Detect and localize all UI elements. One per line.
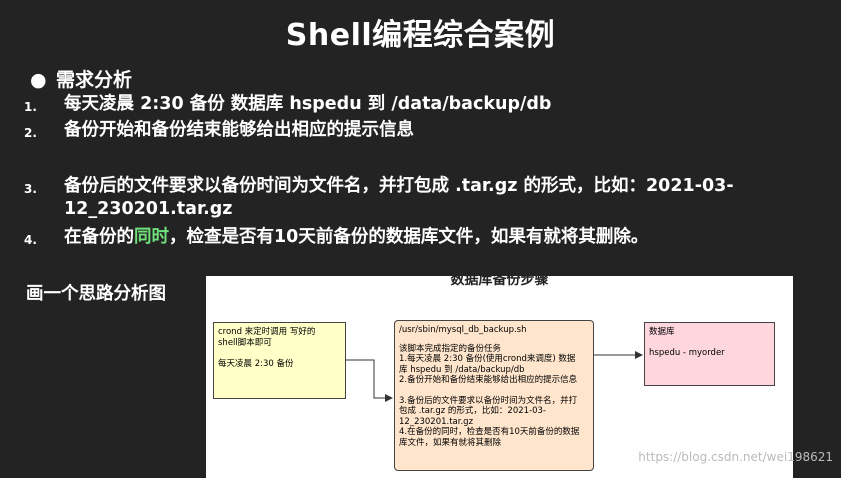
watermark: https://blog.csdn.net/wei198621 [638,450,833,464]
script-line: 1.每天凌晨 2:30 备份(使用crond来调度) 数据 [399,354,576,364]
requirement-item-4-after: ，检查是否有10天前备份的数据库文件，如果有就将其删除。 [169,227,649,247]
requirements-heading-text: 需求分析 [56,69,133,91]
requirement-item-3: 备份后的文件要求以备份时间为文件名，并打包成 .tar.gz 的形式，比如：20… [64,174,734,199]
diagram-title: 数据库备份步骤 [450,276,549,288]
script-line: 2.备份开始和备份结束能够给出相应的提示信息 [399,375,578,385]
item-number: 2. [24,126,37,140]
crond-box: crond 来定时调用 写好的 shell脚本即可 每天凌晨 2:30 备份 [213,322,346,399]
diagram-label: 画一个思路分析图 [26,284,166,304]
script-line: 3.备份后的文件要求以备份时间为文件名，并打 [399,395,578,406]
crond-line3: 每天凌晨 2:30 备份 [218,359,294,369]
slide-title: Shell编程综合案例 [285,18,556,53]
script-line: 4.在备份的同时，检查是否有10天前备份的数据 [399,427,580,437]
script-box: /usr/sbin/mysql_db_backup.sh 该脚本完成指定的备份任… [394,320,594,471]
script-line: 12_230201.tar.gz [399,416,474,427]
flow-diagram: 数据库备份步骤 crond 来定时调用 写好的 shell脚本即可 每天凌晨 2… [206,276,793,478]
db-label: 数据库 [649,327,675,337]
requirement-item-2: 备份开始和备份结束能够给出相应的提示信息 [64,120,414,140]
bullet-icon: ● [30,69,47,91]
db-value: hspedu - myorder [649,347,725,358]
item-number: 1. [24,100,37,114]
script-line: 库文件，如果有就将其删除 [399,437,502,448]
item-number: 3. [24,182,37,196]
diagram-arrows [346,351,643,402]
script-line-blank [399,386,589,396]
crond-line2: shell脚本即可 [218,337,272,348]
arrow-crond-to-script [346,359,393,402]
requirement-item-4-before: 在备份的 [64,227,134,247]
crond-line1: crond 来定时调用 写好的 [218,327,316,337]
requirements-heading: ● 需求分析 [30,65,132,92]
requirement-item-4: 在备份的同时，检查是否有10天前备份的数据库文件，如果有就将其删除。 [64,225,648,250]
requirement-item-3-cont: 12_230201.tar.gz [64,197,232,222]
requirement-item-3-line1: 备份后的文件要求以备份时间为文件名，并打包成 .tar.gz 的形式，比如：20… [64,176,734,196]
database-box: 数据库 hspedu - myorder [644,322,775,386]
item-number: 4. [24,233,37,247]
script-line: 库 hspedu 到 /data/backup/db [399,364,525,375]
script-line: 包成 .tar.gz 的形式，比如：2021-03- [399,406,547,416]
requirement-item-3-line2: 12_230201.tar.gz [64,199,233,219]
script-line: 该脚本完成指定的备份任务 [399,343,502,354]
script-path: /usr/sbin/mysql_db_backup.sh [399,325,527,335]
requirement-item-4-highlight: 同时 [134,227,169,247]
requirement-item-1: 每天凌晨 2:30 备份 数据库 hspedu 到 /data/backup/d… [64,94,552,114]
